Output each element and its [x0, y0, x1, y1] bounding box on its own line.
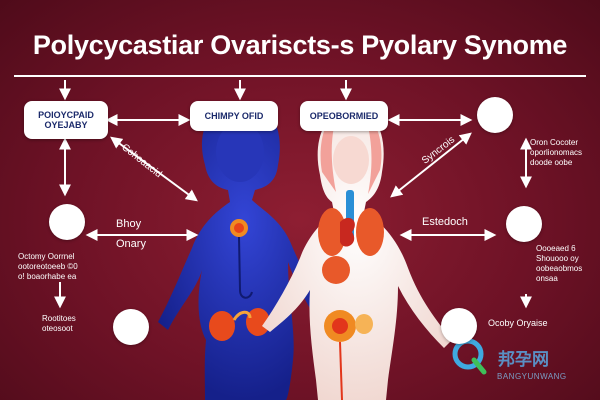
right-notes-block2: Oooeaed 6 Shouooo oy oobeaobmos onsaa	[536, 244, 582, 284]
hormone-icon	[477, 97, 513, 133]
uterus-icon	[49, 204, 85, 240]
watermark-chars: 邦孕网	[498, 349, 549, 370]
right-notes-block3: Ocoby Oryaise	[488, 318, 548, 328]
left-note-line: ootoreotoeeb ©0	[18, 262, 78, 271]
right-notes-block1: Oron Cocoter oporlionomacs doode oobe	[530, 138, 582, 168]
watermark-latin: BANGYUNWANG	[497, 372, 567, 381]
doctor-icon	[441, 308, 477, 344]
ovary-icon	[506, 206, 542, 242]
person-icon	[113, 309, 149, 345]
flow-arrows	[54, 80, 532, 309]
box-top-mid-left-label: CHIMPY OFID	[204, 111, 264, 121]
left-note-line: Octomy Oorrnel	[18, 252, 75, 261]
arrow-label-left-mid-1: Bhoy	[116, 218, 142, 230]
title-divider	[14, 75, 586, 77]
box-top-left: POIOYCPAID OYEJABY	[24, 101, 108, 139]
right-note-line: onsaa	[536, 274, 558, 283]
arrow-label-right-mid: Estedoch	[422, 216, 468, 228]
box-top-mid-left: CHIMPY OFID	[190, 101, 278, 131]
left-notes-block2: Rootitoes oteosoot	[42, 314, 76, 334]
right-note-line: oporlionomacs	[530, 148, 583, 157]
box-top-left-line2: OYEJABY	[44, 120, 88, 130]
box-top-mid-right-label: OPEOBORMIED	[309, 111, 379, 121]
left-note-line: o! boaorhabe ea	[18, 272, 77, 281]
left-note-line: oteosoot	[42, 324, 73, 333]
right-note-line: Oooeaed 6	[536, 244, 576, 253]
left-female-figure	[158, 101, 330, 400]
arrow-label-left-mid-2: Onary	[116, 238, 146, 250]
box-top-left-line1: POIOYCPAID	[38, 110, 94, 120]
page-title: Polycycastiar Ovariscts-s Pyolary Synome	[32, 30, 568, 60]
right-note-line: Oron Cocoter	[530, 138, 579, 147]
right-note-line: doode oobe	[530, 158, 573, 167]
left-notes-block1: Octomy Oorrnel ootoreotoeeb ©0 o! boaorh…	[18, 252, 78, 282]
left-note-line: Rootitoes	[42, 314, 76, 323]
right-female-figure	[262, 108, 452, 400]
right-note-line: oobeaobmos	[536, 264, 583, 273]
watermark-logo: 邦孕网	[452, 338, 549, 375]
right-note-line: Shouooo oy	[536, 254, 579, 263]
box-top-mid-right: OPEOBORMIED	[300, 101, 388, 131]
